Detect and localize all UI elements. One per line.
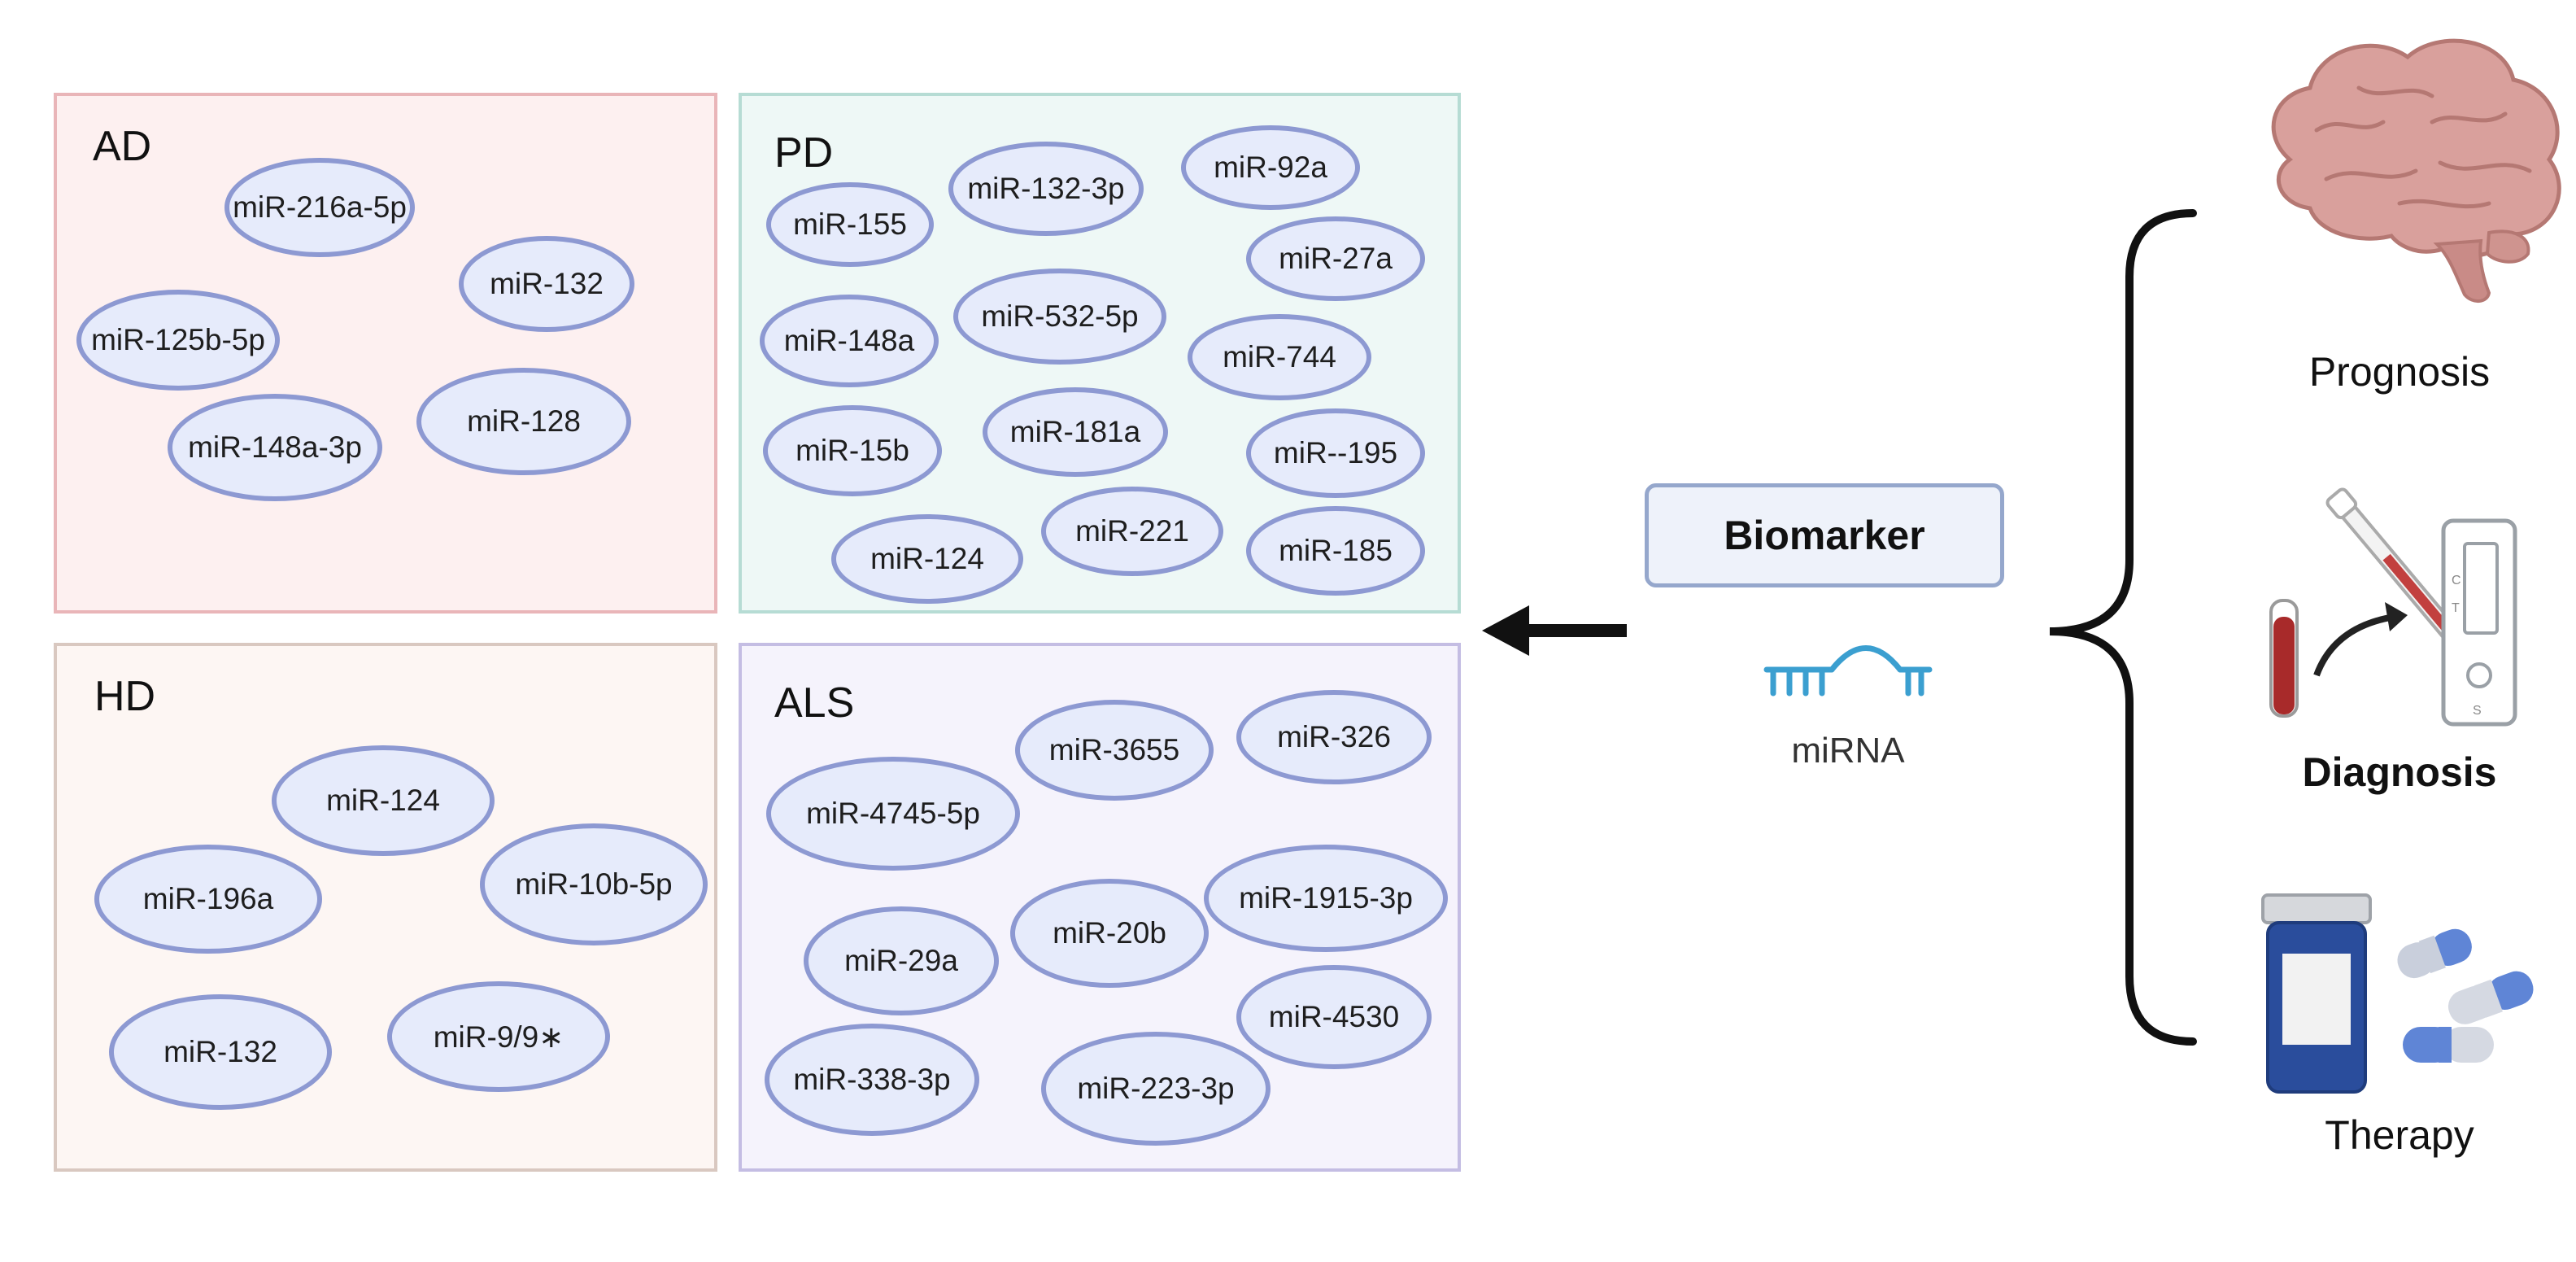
als-group-box: ALS miR-3655 miR-326 miR-4745-5p miR-191… [739, 643, 1461, 1172]
pd-group-box: PD miR-155 miR-132-3p miR-92a miR-27a mi… [739, 93, 1461, 614]
mirna-ellipse: miR-4530 [1236, 965, 1432, 1069]
mirna-ellipse: miR-185 [1246, 506, 1425, 596]
ad-title: AD [93, 123, 152, 170]
mirna-label: miRNA [1791, 731, 1905, 771]
rna-strand-icon [1763, 645, 1933, 697]
mirna-ellipse: miR-181a [983, 387, 1168, 477]
mirna-ellipse: miR-132-3p [948, 142, 1144, 236]
mirna-ellipse: miR-1915-3p [1204, 845, 1448, 952]
mirna-ellipse: miR-148a [760, 295, 939, 387]
brain-icon [2271, 38, 2561, 303]
mirna-ellipse: miR-124 [831, 514, 1023, 604]
mirna-ellipse: miR-338-3p [765, 1024, 979, 1136]
pd-title: PD [774, 129, 834, 177]
biomarker-box: Biomarker [1645, 483, 2004, 587]
ad-group-box: AD miR-216a-5p miR-132 miR-125b-5p miR-1… [54, 93, 717, 614]
mirna-ellipse: miR-196a [94, 845, 322, 954]
mirna-ellipse: miR-124 [272, 745, 495, 856]
diagnosis-label: Diagnosis [2302, 749, 2497, 795]
mirna-ellipse: miR-29a [804, 906, 999, 1015]
mirna-ellipse: miR-132 [459, 236, 634, 332]
mirna-ellipse: miR-326 [1236, 690, 1432, 784]
mirna-ellipse: miR-128 [416, 368, 631, 475]
mirna-ellipse: miR-9/9∗ [387, 981, 610, 1092]
therapy-label: Therapy [2325, 1112, 2474, 1158]
prognosis-label: Prognosis [2308, 349, 2491, 395]
hd-title: HD [94, 673, 156, 720]
medicine-icon [2261, 893, 2534, 1094]
mirna-ellipse: miR-3655 [1015, 700, 1214, 801]
curly-bracket-icon [2049, 209, 2197, 1046]
als-title: ALS [774, 679, 855, 727]
mirna-ellipse: miR-744 [1188, 314, 1371, 400]
left-arrow-icon [1482, 605, 1627, 656]
mirna-ellipse: miR--195 [1246, 408, 1425, 498]
mirna-ellipse: miR-216a-5p [224, 158, 415, 257]
mirna-ellipse: miR-148a-3p [168, 394, 382, 501]
mirna-ellipse: miR-221 [1041, 487, 1223, 576]
mirna-ellipse: miR-125b-5p [76, 290, 280, 391]
blood-test-icon: C T S [2269, 487, 2517, 727]
mirna-ellipse: miR-92a [1181, 125, 1360, 210]
hd-group-box: HD miR-124 miR-196a miR-10b-5p miR-132 m… [54, 643, 717, 1172]
mirna-ellipse: miR-4745-5p [766, 757, 1020, 871]
mirna-ellipse: miR-20b [1010, 879, 1209, 988]
mirna-ellipse: miR-15b [763, 405, 942, 496]
mirna-ellipse: miR-132 [109, 994, 332, 1110]
mirna-ellipse: miR-532-5p [953, 269, 1166, 365]
mirna-ellipse: miR-27a [1246, 216, 1425, 301]
mirna-ellipse: miR-10b-5p [480, 823, 708, 945]
svg-text:T: T [2452, 601, 2460, 615]
mirna-ellipse: miR-223-3p [1041, 1032, 1271, 1146]
svg-text:C: C [2452, 574, 2461, 587]
svg-text:S: S [2473, 704, 2482, 718]
mirna-ellipse: miR-155 [766, 182, 934, 267]
